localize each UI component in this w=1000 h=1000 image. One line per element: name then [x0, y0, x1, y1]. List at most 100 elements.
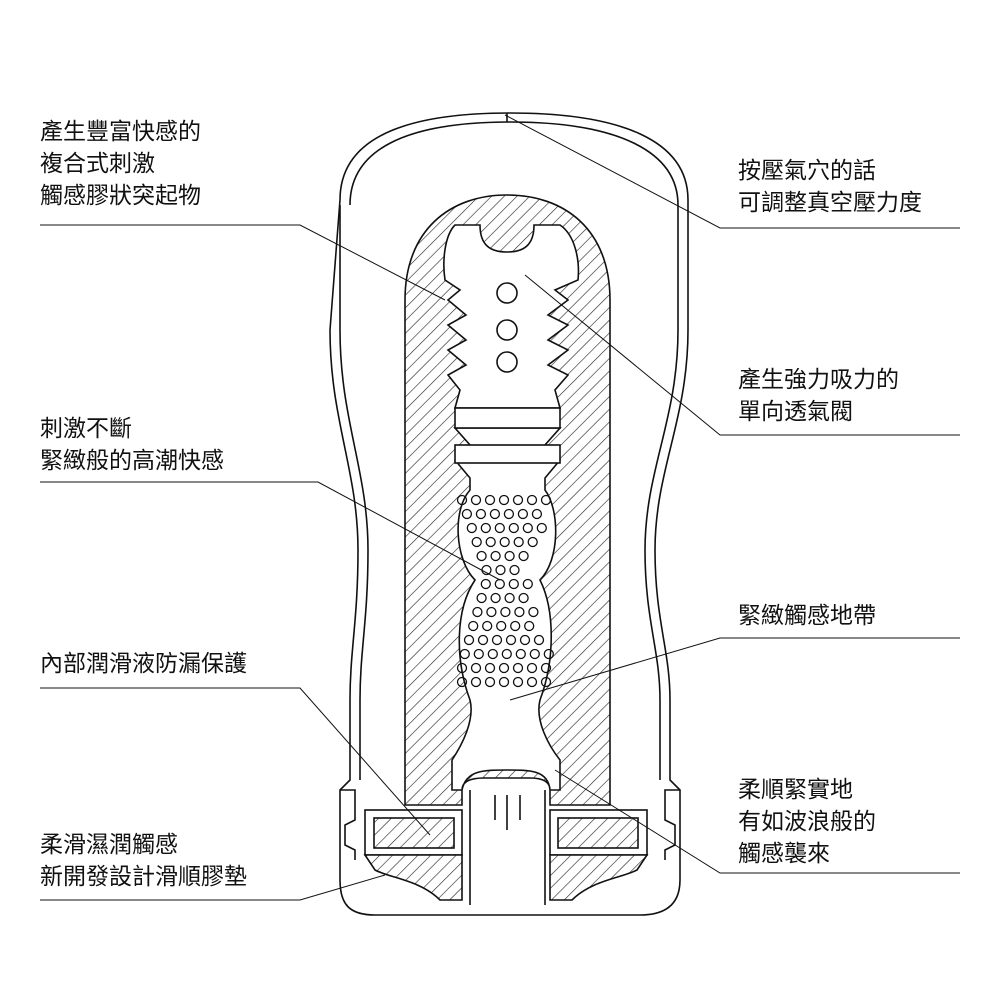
bump — [500, 606, 511, 618]
bump — [498, 662, 510, 674]
bump — [498, 676, 510, 688]
bump — [499, 536, 510, 548]
bump — [533, 634, 545, 646]
bump — [512, 662, 524, 674]
label-leak-protection: 內部潤滑液防漏保護 — [40, 648, 247, 680]
outer-cup-inner-wall — [349, 121, 679, 780]
bump — [514, 606, 525, 618]
bump — [471, 536, 482, 548]
label-line: 新開發設計滑順膠墊 — [40, 864, 247, 890]
bump — [456, 676, 468, 688]
bump — [508, 522, 519, 534]
label-line: 可調整真空壓力度 — [738, 190, 922, 216]
bump — [526, 494, 538, 506]
bump — [531, 508, 543, 520]
label-valve: 產生強力吸力的 單向透氣閥 — [738, 364, 899, 428]
bump — [515, 648, 526, 660]
label-line: 有如波浪般的 — [738, 809, 876, 835]
bump — [494, 578, 505, 590]
bump — [459, 648, 470, 660]
bump — [522, 578, 533, 590]
bump — [473, 648, 484, 660]
bump — [517, 508, 529, 520]
bump — [490, 592, 501, 604]
label-line: 觸感襲來 — [738, 841, 830, 867]
bump — [508, 578, 519, 590]
label-line: 柔順緊實地 — [738, 777, 853, 803]
bump — [477, 634, 489, 646]
bump — [504, 550, 515, 562]
bump — [484, 676, 496, 688]
label-line: 觸感膠狀突起物 — [40, 183, 201, 209]
bump — [480, 578, 491, 590]
label-line: 刺激不斷 — [40, 416, 132, 442]
bump — [490, 550, 501, 562]
label-line: 產生豐富快感的 — [40, 119, 201, 145]
bump — [489, 508, 501, 520]
bump — [522, 522, 533, 534]
leader-lines — [40, 114, 960, 901]
bump — [466, 522, 477, 534]
bump — [487, 648, 498, 660]
bump — [475, 508, 487, 520]
bump — [495, 564, 506, 576]
bump — [503, 508, 515, 520]
bump — [468, 620, 479, 632]
label-line: 單向透氣閥 — [738, 399, 853, 425]
bump — [510, 620, 521, 632]
bump — [518, 550, 529, 562]
bump — [512, 676, 524, 688]
label-air-hole: 按壓氣穴的話 可調整真空壓力度 — [738, 155, 922, 219]
bump — [476, 550, 487, 562]
bump — [472, 606, 483, 618]
bump — [463, 634, 475, 646]
bump — [456, 662, 468, 674]
bump — [505, 634, 517, 646]
label-gel-bumps: 產生豐富快感的 複合式刺激 觸感膠狀突起物 — [40, 116, 201, 212]
bump — [540, 662, 552, 674]
label-line: 產生強力吸力的 — [738, 367, 899, 393]
bump — [529, 648, 540, 660]
bump — [484, 494, 496, 506]
bump — [513, 536, 524, 548]
bump — [486, 606, 497, 618]
bump — [456, 494, 468, 506]
label-tight-climax: 刺激不斷 緊緻般的高潮快感 — [40, 413, 224, 477]
bump — [504, 592, 515, 604]
bump — [461, 508, 473, 520]
bump — [470, 662, 482, 674]
label-tight-zone: 緊緻觸感地帶 — [738, 600, 876, 632]
bump — [491, 634, 503, 646]
bump — [540, 676, 552, 688]
bump — [518, 592, 529, 604]
label-line: 緊緻觸感地帶 — [738, 603, 876, 629]
bump — [470, 494, 482, 506]
label-line: 按壓氣穴的話 — [738, 158, 876, 184]
label-line: 內部潤滑液防漏保護 — [40, 651, 247, 677]
bump — [482, 620, 493, 632]
bump — [476, 592, 487, 604]
bump — [540, 494, 552, 506]
label-smooth-pad: 柔滑濕潤觸感 新開發設計滑順膠墊 — [40, 829, 247, 893]
bump — [470, 676, 482, 688]
label-line: 緊緻般的高潮快感 — [40, 448, 224, 474]
bump — [524, 620, 535, 632]
bump — [496, 620, 507, 632]
label-line: 柔滑濕潤觸感 — [40, 832, 178, 858]
bump — [543, 648, 554, 660]
bump — [528, 606, 539, 618]
bump — [480, 522, 491, 534]
outer-cup — [329, 112, 689, 916]
bump — [519, 634, 531, 646]
sleeve-body — [404, 194, 611, 806]
label-wave-feel: 柔順緊實地 有如波浪般的 觸感襲來 — [738, 774, 876, 870]
bump — [526, 676, 538, 688]
bump — [485, 536, 496, 548]
label-line: 複合式刺激 — [40, 151, 155, 177]
bump — [509, 564, 520, 576]
bump — [526, 662, 538, 674]
bump — [536, 522, 547, 534]
texture-bumps — [456, 494, 554, 688]
